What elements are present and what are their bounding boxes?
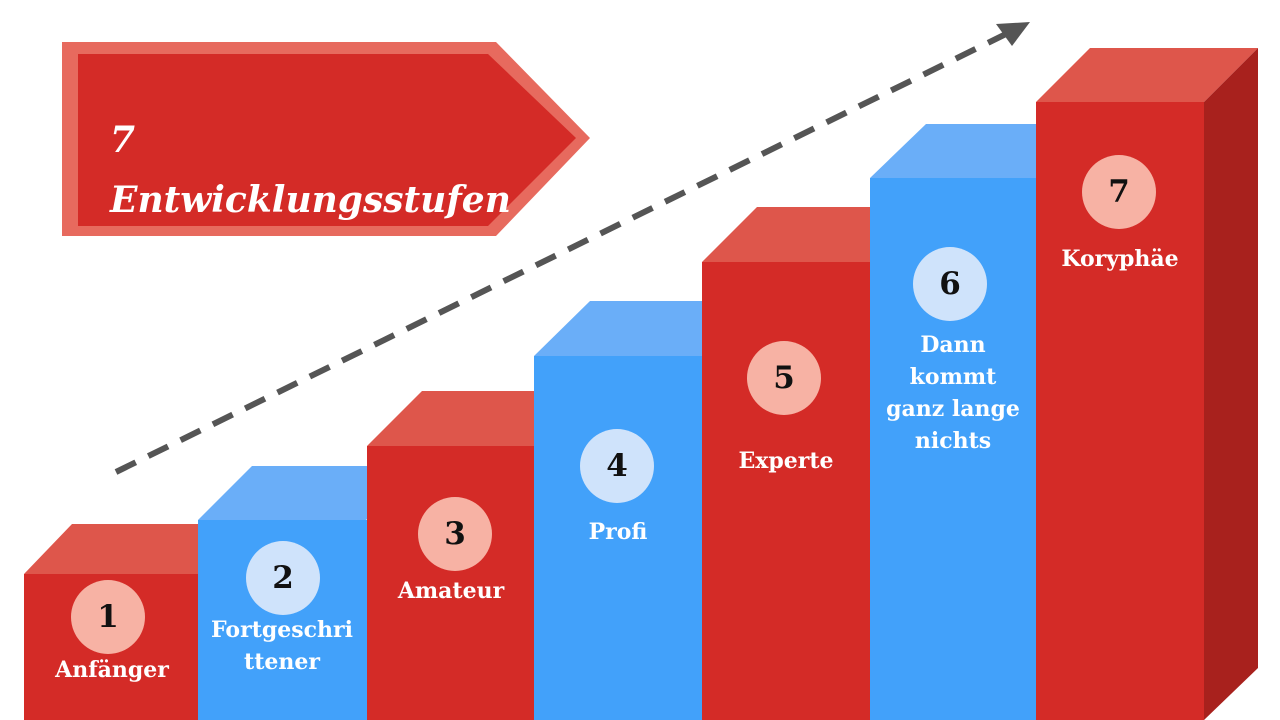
trend-arrow-line [114,29,1012,475]
step-4-front [534,356,702,720]
step-7-side [1204,48,1258,720]
step-2-number-badge: 2 [246,541,320,615]
step-3-number-badge: 3 [418,497,492,571]
step-3-front [367,446,535,720]
step-1-top [24,524,248,574]
step-6-label: Dann kommt ganz lange nichts [886,332,1020,454]
trend-arrow-head [996,22,1030,46]
step-6-number-badge: 6 [913,247,987,321]
step-3-label: Amateur [397,578,505,604]
step-1-number-badge: 1 [71,580,145,654]
step-4-number-badge: 4 [580,429,654,503]
step-5-label: Experte [738,448,834,474]
step-5-front [702,262,870,720]
step-4-label: Profi [588,519,648,545]
step-2-top [198,466,420,520]
step-5-number-badge: 5 [747,341,821,415]
diagram-title: 7 Entwicklungsstufen [110,119,511,221]
step-7-label: Koryphäe [1061,246,1179,272]
step-1-label: Anfänger [55,657,169,683]
title-banner [78,54,576,226]
step-7-top [1036,48,1258,102]
step-5-top [702,207,925,262]
step-2-label: Fortgeschri ttener [211,617,353,675]
step-7-number-badge: 7 [1082,155,1156,229]
